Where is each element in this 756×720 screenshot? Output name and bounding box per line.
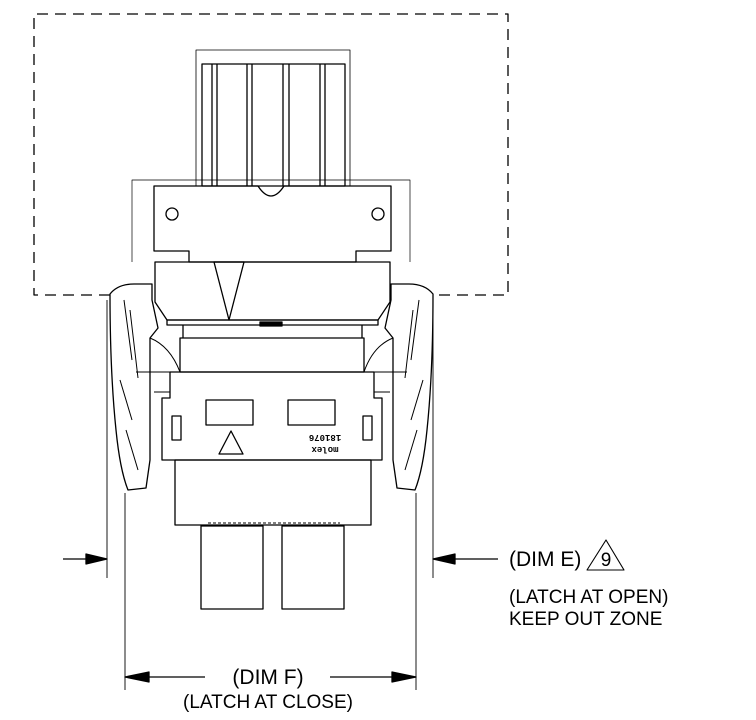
housing-middle-band bbox=[179, 337, 365, 373]
dim-e-dimension bbox=[63, 300, 498, 578]
mount-hole-right bbox=[371, 207, 385, 221]
revision-flag-icon bbox=[586, 539, 625, 571]
mounting-flange bbox=[153, 185, 392, 263]
housing-lower bbox=[161, 371, 383, 461]
latch-left bbox=[109, 283, 181, 491]
cable-block-right bbox=[281, 525, 345, 610]
housing-upper bbox=[154, 261, 391, 321]
label-window-right bbox=[287, 399, 336, 426]
top-cable-assembly bbox=[195, 49, 351, 187]
label-window-left bbox=[205, 399, 254, 426]
revision-flag-number: 9 bbox=[601, 550, 612, 571]
latch-window-right bbox=[362, 415, 373, 441]
dim-e-note-line1: (LATCH AT OPEN) bbox=[509, 587, 668, 608]
dim-f-label: (DIM F) bbox=[232, 666, 303, 689]
bottom-body bbox=[174, 459, 372, 526]
latch-window-left bbox=[171, 415, 182, 441]
latch-right bbox=[363, 283, 434, 491]
dim-f-dimension bbox=[124, 493, 417, 690]
keep-out-outline bbox=[33, 13, 509, 296]
cable-block-left bbox=[200, 525, 264, 610]
dim-e-note-line2: KEEP OUT ZONE bbox=[509, 609, 662, 630]
orientation-triangle-large bbox=[213, 261, 245, 321]
orientation-triangle-small bbox=[218, 430, 244, 455]
part-number-marking: 181076 bbox=[309, 432, 341, 442]
dim-f-note: (LATCH AT CLOSE) bbox=[183, 692, 353, 713]
mount-hole-left bbox=[165, 207, 179, 221]
brand-marking: molex bbox=[311, 444, 339, 454]
dim-e-label: (DIM E) bbox=[509, 548, 581, 571]
mount-reference bbox=[131, 179, 411, 262]
